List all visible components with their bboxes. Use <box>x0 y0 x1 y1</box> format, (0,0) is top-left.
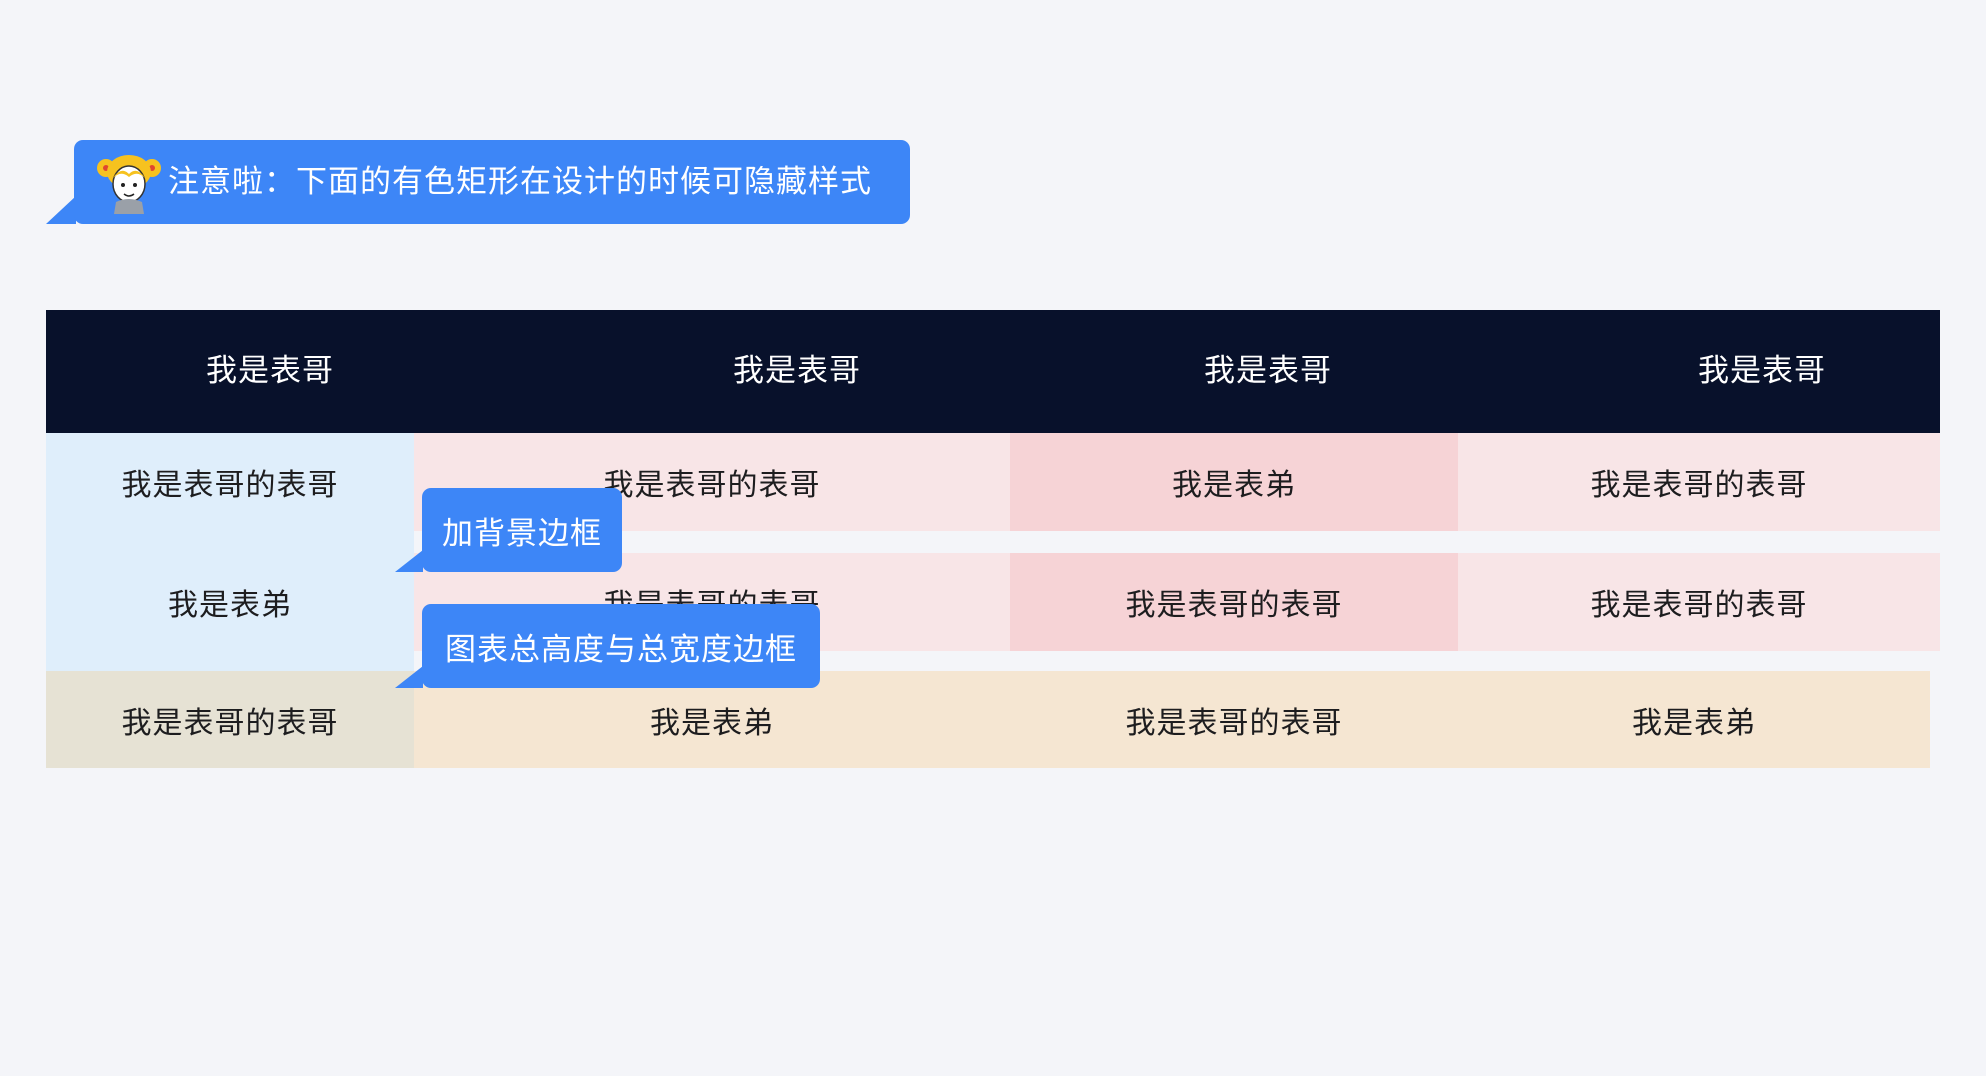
table-cell: 我是表哥的表哥 <box>1458 433 1940 531</box>
table-header-cell: 我是表哥 <box>206 353 334 389</box>
notice-bubble: 注意啦：下面的有色矩形在设计的时候可隐藏样式 <box>74 140 910 224</box>
table-header-cell: 我是表哥 <box>1204 353 1332 389</box>
table-cell: 我是表哥的表哥 <box>1010 671 1458 768</box>
table-cell: 我是表哥的表哥 <box>1458 553 1940 651</box>
cartoon-girl-avatar-icon <box>96 148 162 216</box>
notice-text: 注意啦：下面的有色矩形在设计的时候可隐藏样式 <box>168 164 872 200</box>
table-cell: 我是表哥的表哥 <box>1010 553 1458 651</box>
callout-tail <box>395 666 423 688</box>
table-cell: 我是表哥的表哥 <box>121 468 339 503</box>
first-column-background <box>46 433 414 671</box>
table-cell: 我是表弟 <box>168 588 292 623</box>
callout-background-border: 加背景边框 <box>422 488 622 572</box>
table-cell: 我是表弟 <box>1458 671 1930 768</box>
notice-bubble-tail-shape <box>46 196 76 224</box>
table-header-row: 我是表哥 我是表哥 我是表哥 我是表哥 <box>46 310 1940 433</box>
table-header-cell: 我是表哥 <box>1698 353 1826 389</box>
table-cell: 我是表弟 <box>1010 433 1458 531</box>
table-header-cell: 我是表哥 <box>733 353 861 389</box>
callout-tail <box>395 550 423 572</box>
callout-total-size-border: 图表总高度与总宽度边框 <box>422 604 820 688</box>
table-cell: 我是表哥的表哥 <box>46 671 414 768</box>
